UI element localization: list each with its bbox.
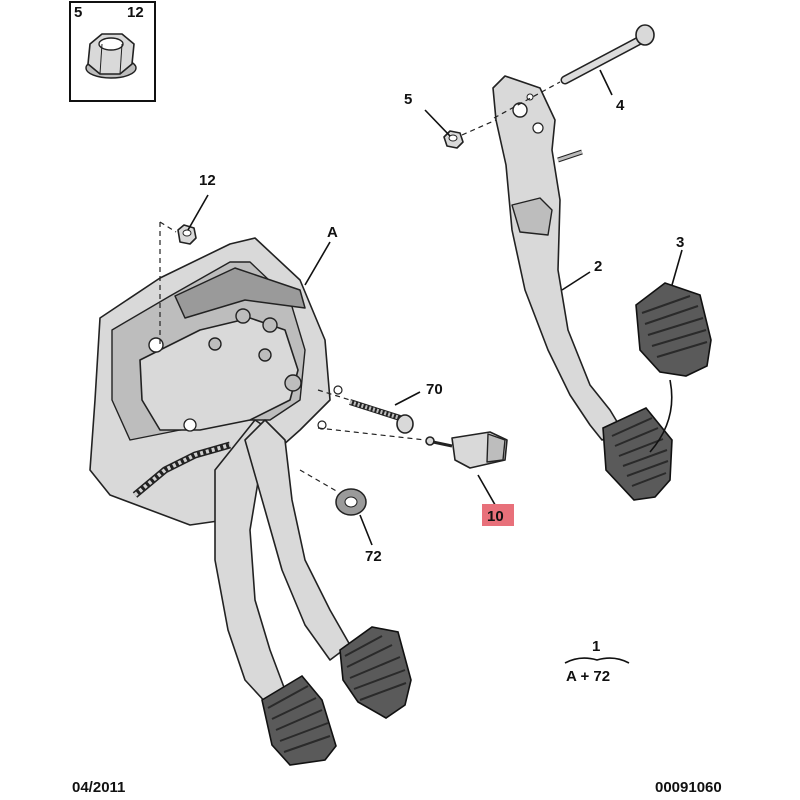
assembly-brace xyxy=(564,657,630,664)
pedal-pad-3 xyxy=(635,282,712,377)
callout-2: 2 xyxy=(594,258,602,275)
footer-reference: 00091060 xyxy=(655,779,722,796)
inset-label-5: 5 xyxy=(74,4,82,21)
flange-nut-icon xyxy=(85,33,137,79)
assembly-number: 1 xyxy=(592,638,600,655)
callout-3: 3 xyxy=(676,234,684,251)
pedal-pad-on-arm-2 xyxy=(602,407,673,501)
callout-12: 12 xyxy=(199,172,216,189)
switch-10 xyxy=(317,427,508,511)
callout-10: 10 xyxy=(487,508,504,525)
pivot-bolt-4 xyxy=(493,24,655,119)
leader-72 xyxy=(359,514,373,546)
callout-10-highlight xyxy=(482,504,514,526)
callout-72: 72 xyxy=(365,548,382,565)
callout-70: 70 xyxy=(426,381,443,398)
leader-4 xyxy=(599,69,613,96)
leader-2 xyxy=(561,271,591,291)
callout-5: 5 xyxy=(404,91,412,108)
leader-12 xyxy=(187,194,209,231)
assembly-formula: A + 72 xyxy=(566,668,610,685)
callout-4: 4 xyxy=(616,97,625,114)
bolt-70 xyxy=(317,389,414,434)
nut-12 xyxy=(177,224,197,245)
pedal-arm-right xyxy=(244,419,351,661)
inset-nut-box: 5 12 xyxy=(69,1,156,102)
footer-date: 04/2011 xyxy=(72,779,125,796)
grommet-72 xyxy=(299,469,367,516)
callout-A: A xyxy=(327,224,338,241)
pedal-pad-left xyxy=(261,674,337,766)
nut-5 xyxy=(443,119,497,149)
pedal-pad-right xyxy=(339,626,412,719)
inset-label-12: 12 xyxy=(127,4,144,21)
assembly-note: 1 A + 72 xyxy=(564,638,630,685)
leader-3 xyxy=(671,249,683,286)
leader-70 xyxy=(394,391,421,406)
leader-A xyxy=(304,241,331,286)
leader-5 xyxy=(424,109,451,137)
pedal-arm-2 xyxy=(492,75,623,441)
